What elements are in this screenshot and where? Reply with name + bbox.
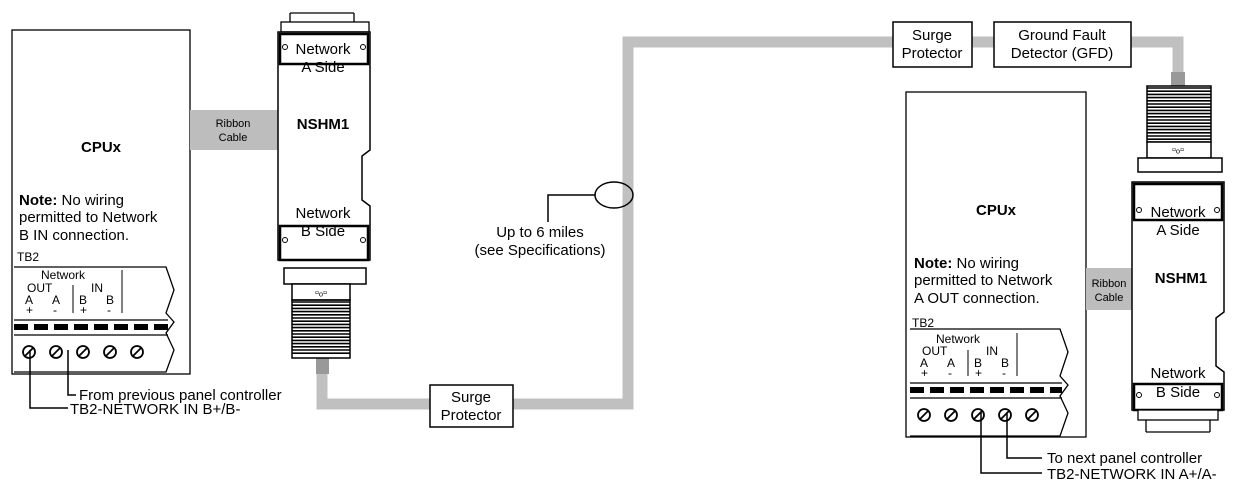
terminal-screw-icon: [76, 345, 90, 359]
terminal-sign: -: [1002, 366, 1006, 380]
distance-callout: Up to 6 miles (see Specifications): [475, 181, 634, 259]
right-wire-note-line2: TB2-NETWORK IN A+/A-: [1047, 466, 1217, 483]
terminal-letter: A: [25, 293, 33, 307]
svg-text:Protector: Protector: [902, 45, 963, 62]
terminal-screw-icon: [998, 408, 1012, 422]
svg-text:Network: Network: [1150, 365, 1206, 382]
svg-text:Network: Network: [295, 205, 351, 222]
left-network-label: Network: [41, 268, 86, 282]
terminal-screw-icon: [103, 345, 117, 359]
right-nshm1-name: NSHM1: [1155, 270, 1208, 287]
terminal-sign: +: [921, 366, 928, 380]
left-cpu-panel: CPUx Note: No wiring permitted to Networ…: [11, 29, 282, 418]
surge-protector-top: Surge Protector: [892, 21, 973, 68]
surge-protector-bottom: Surge Protector: [429, 384, 514, 428]
left-terminal-block: Network OUT IN A+A-B+B-: [14, 266, 175, 373]
terminal-letter: B: [79, 293, 87, 307]
left-screws: [22, 345, 144, 359]
svg-text:B Side: B Side: [1156, 384, 1200, 401]
left-tb-label: TB2: [17, 250, 39, 264]
terminal-sign: -: [107, 303, 111, 317]
terminal-screw-icon: [917, 408, 931, 422]
left-wire: [29, 350, 76, 409]
connector-stub-left: [316, 358, 329, 374]
right-cpu-note: Note: No wiring: [914, 255, 1019, 272]
svg-text:Ribbon: Ribbon: [1092, 278, 1127, 290]
terminal-sign: +: [26, 303, 33, 317]
svg-text:Up to 6 miles: Up to 6 miles: [496, 224, 584, 241]
svg-text:Surge: Surge: [451, 389, 491, 406]
right-coil-connector: [1147, 87, 1211, 140]
left-in-label: IN: [91, 281, 103, 295]
right-tb-label: TB2: [912, 316, 934, 330]
terminal-sign: -: [53, 303, 57, 317]
fiber-cable: [316, 36, 1184, 410]
svg-text:Cable: Cable: [1095, 292, 1124, 304]
left-cpu-note-line3: B IN connection.: [19, 227, 129, 244]
svg-text:Network: Network: [295, 41, 351, 58]
right-terminal-block: Network OUT IN A+A-B+B-: [910, 328, 1069, 437]
svg-text:(see Specifications): (see Specifications): [475, 242, 606, 259]
left-cpu-note: Note: No wiring: [19, 192, 124, 209]
left-nshm1-name: NSHM1: [297, 116, 350, 133]
connector-stub-right: [1171, 72, 1185, 86]
svg-text:Network: Network: [1150, 204, 1206, 221]
right-terminal-labels: A+A-B+B-: [920, 356, 1009, 380]
left-ribbon-cable: Ribbon Cable: [190, 110, 278, 150]
terminal-letter: B: [974, 356, 982, 370]
terminal-letter: A: [52, 293, 60, 307]
terminal-letter: B: [1001, 356, 1009, 370]
svg-text:Ground Fault: Ground Fault: [1018, 27, 1106, 44]
right-nshm1-module: ▫ₒ▫ Network A Side NSHM1 Network B Side: [1131, 85, 1225, 433]
left-wire-note-line2: TB2-NETWORK IN B+/B-: [70, 401, 240, 418]
ground-fault-detector: Ground Fault Detector (GFD): [993, 21, 1132, 68]
svg-text:Cable: Cable: [219, 132, 248, 144]
terminal-sign: +: [975, 366, 982, 380]
left-cpu-note-line2: permitted to Network: [19, 209, 158, 226]
left-out-label: OUT: [27, 281, 53, 295]
terminal-letter: B: [106, 293, 114, 307]
svg-text:Surge: Surge: [912, 27, 952, 44]
svg-text:▫ₒ▫: ▫ₒ▫: [315, 287, 327, 299]
right-cpu-title: CPUx: [976, 202, 1017, 219]
right-cpu-note-line2: permitted to Network: [914, 272, 1053, 289]
svg-text:A Side: A Side: [301, 59, 344, 76]
svg-text:A Side: A Side: [1156, 222, 1199, 239]
left-wire-note-line1: From previous panel controller: [79, 387, 282, 404]
terminal-screw-icon: [22, 345, 36, 359]
left-coil-connector: [292, 301, 350, 355]
terminal-screw-icon: [971, 408, 985, 422]
terminal-letter: A: [920, 356, 928, 370]
right-in-label: IN: [986, 344, 998, 358]
svg-text:Ribbon: Ribbon: [216, 118, 251, 130]
terminal-screw-icon: [1025, 408, 1039, 422]
right-cpu-note-line3: A OUT connection.: [914, 290, 1040, 307]
svg-text:Detector (GFD): Detector (GFD): [1011, 45, 1114, 62]
terminal-screw-icon: [944, 408, 958, 422]
svg-text:Protector: Protector: [441, 407, 502, 424]
left-cpu-title: CPUx: [81, 139, 122, 156]
left-nshm1-module: Network A Side NSHM1 Network B Side ▫ₒ▫: [277, 12, 371, 359]
terminal-letter: A: [947, 356, 955, 370]
svg-text:▫ₒ▫: ▫ₒ▫: [1172, 144, 1184, 156]
right-ribbon-cable: Ribbon Cable: [1086, 268, 1132, 310]
right-network-label: Network: [936, 332, 981, 346]
right-out-label: OUT: [922, 344, 948, 358]
terminal-screw-icon: [49, 345, 63, 359]
terminal-screw-icon: [130, 345, 144, 359]
right-cpu-panel: CPUx Note: No wiring permitted to Networ…: [905, 91, 1217, 483]
terminal-sign: +: [80, 303, 87, 317]
right-wire-note-line1: To next panel controller: [1047, 450, 1202, 467]
left-terminal-labels: A+A-B+B-: [25, 293, 114, 317]
right-wire: [980, 412, 1042, 474]
terminal-sign: -: [948, 366, 952, 380]
